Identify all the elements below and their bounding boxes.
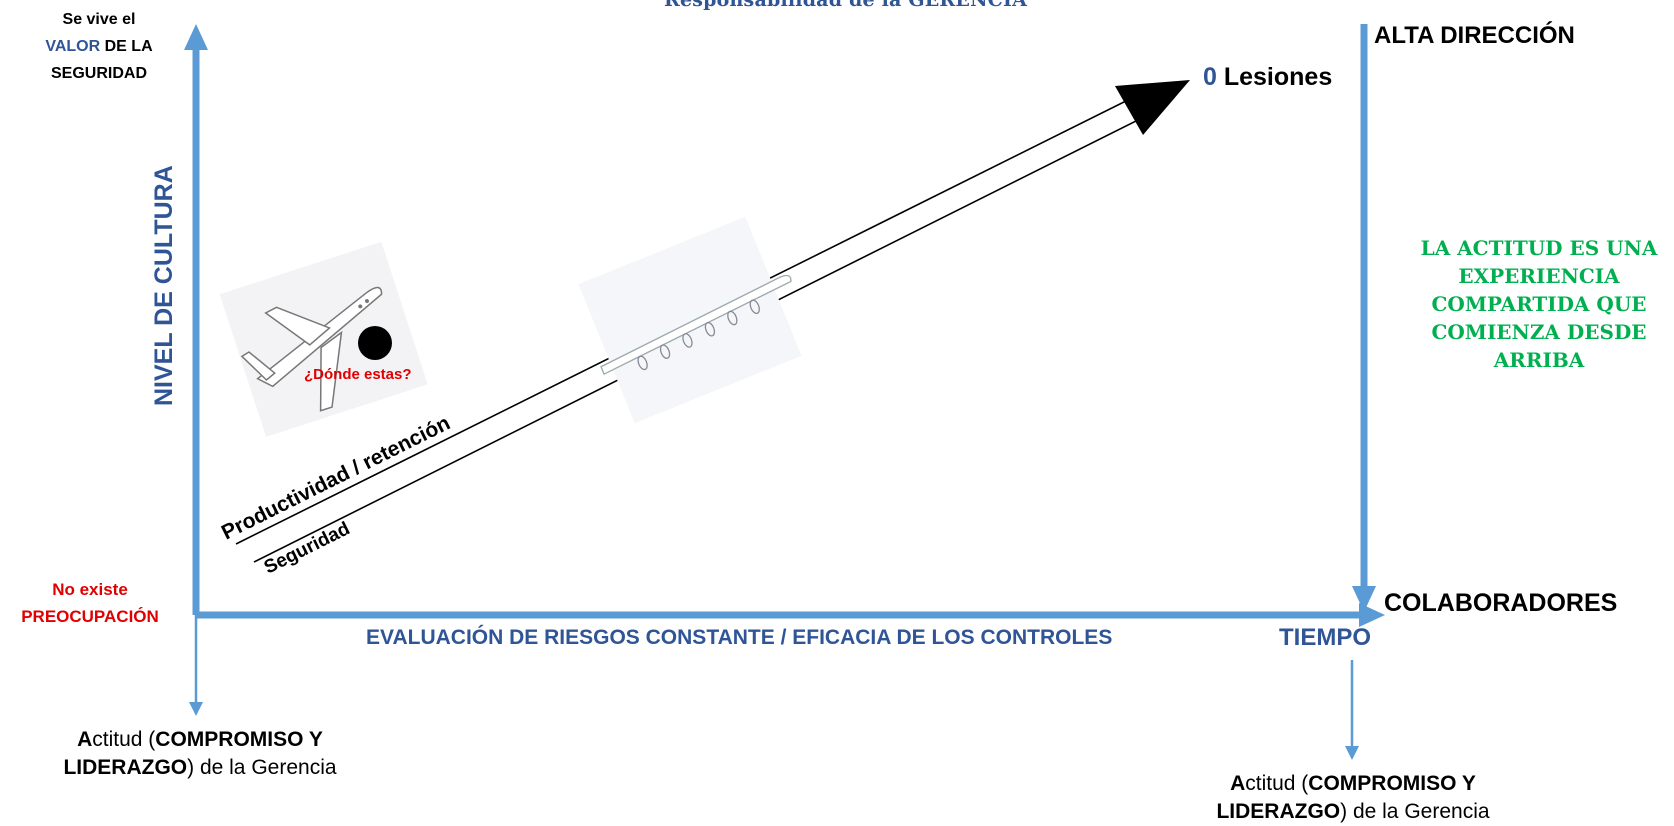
big-arrowhead	[1115, 80, 1190, 135]
note-rest: ) de la Gerencia	[187, 756, 337, 779]
bottom-label-line2: PREOCUPACIÓN	[21, 607, 159, 626]
note-compromiso: COMPROMISO Y	[155, 728, 323, 751]
attitude-note-right: Actitud (COMPROMISO Y LIDERAZGO) de la G…	[1193, 770, 1513, 826]
right-down-arrowhead	[1345, 746, 1359, 760]
bottom-label-line1: No existe	[52, 580, 128, 599]
airplane-icon	[219, 241, 428, 437]
note-line2: LIDERAZGO) de la Gerencia	[1193, 798, 1513, 826]
note-line1: Actitud (COMPROMISO Y	[1193, 770, 1513, 798]
left-down-arrowhead	[189, 702, 203, 716]
note-rest: ) de la Gerencia	[1340, 800, 1490, 823]
y-axis-label: NIVEL DE CULTURA	[150, 165, 178, 406]
runway-label-bottom: Seguridad	[261, 518, 354, 578]
note-actitud: ctitud (	[1245, 772, 1309, 795]
page-title: Responsabilidad de la GERENCIA	[664, 0, 1028, 11]
y-axis-arrowhead	[184, 24, 208, 50]
statement-line: COMPARTIDA QUE	[1431, 292, 1647, 316]
statement-line: EXPERIENCIA	[1458, 264, 1620, 288]
right-axis-arrowhead	[1352, 586, 1376, 612]
statement-line: LA ACTITUD ES UNA	[1420, 236, 1658, 260]
attitude-statement: LA ACTITUD ES UNA EXPERIENCIA COMPARTIDA…	[1404, 234, 1674, 374]
attitude-note-left: Actitud (COMPROMISO Y LIDERAZGO) de la G…	[40, 726, 360, 782]
note-line2: LIDERAZGO) de la Gerencia	[40, 754, 360, 782]
note-compromiso: COMPROMISO Y	[1308, 772, 1476, 795]
statement-line: ARRIBA	[1493, 348, 1585, 372]
y-axis-top-label: Se vive el VALOR DE LA SEGURIDAD	[34, 6, 164, 87]
note-actitud: ctitud (	[92, 728, 156, 751]
goal-text: Lesiones	[1216, 63, 1333, 91]
goal-number: 0	[1203, 63, 1217, 91]
note-liderazgo: LIDERAZGO	[1216, 800, 1341, 823]
note-line1: Actitud (COMPROMISO Y	[40, 726, 360, 754]
valor-word: VALOR	[45, 38, 101, 55]
x-axis-label: EVALUACIÓN DE RIESGOS CONSTANTE / EFICAC…	[366, 626, 1113, 649]
jet-icon	[578, 216, 802, 424]
top-label-line3: SEGURIDAD	[50, 65, 147, 82]
y-axis-bottom-label: No existe PREOCUPACIÓN	[10, 576, 170, 630]
note-a: A	[1230, 772, 1246, 795]
right-axis-bottom-label: COLABORADORES	[1384, 589, 1618, 617]
note-a: A	[77, 728, 93, 751]
top-label-line1: Se vive el	[62, 11, 136, 28]
goal-label: 0 Lesiones	[1203, 63, 1332, 92]
statement-line: COMIENZA DESDE	[1431, 320, 1647, 344]
top-label-line2: VALOR DE LA	[34, 33, 164, 60]
de-la-words: DE LA	[100, 38, 153, 55]
x-axis-arrowhead	[1359, 603, 1385, 627]
plane-question: ¿Dónde estas?	[304, 366, 412, 383]
x-axis-end-label: TIEMPO	[1279, 624, 1372, 651]
note-liderazgo: LIDERAZGO	[63, 756, 188, 779]
right-axis-top-label: ALTA DIRECCIÓN	[1374, 22, 1575, 49]
location-dot-icon	[358, 326, 392, 360]
